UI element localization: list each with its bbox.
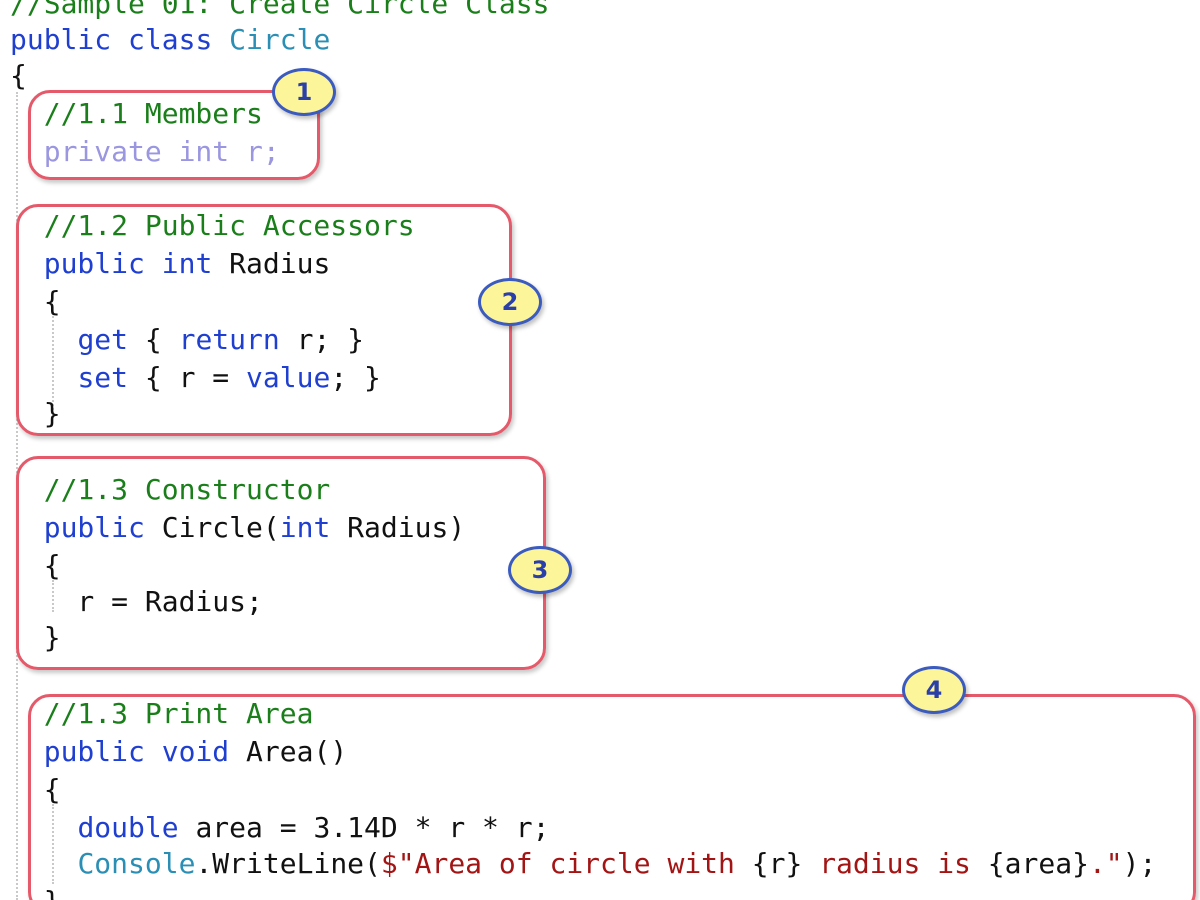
code-line: //1.1 Members — [10, 96, 263, 132]
code-token: r = Radius; — [10, 585, 263, 618]
code-token: r; } — [279, 323, 365, 356]
code-token: int — [161, 247, 213, 280]
code-line: } — [10, 396, 61, 432]
code-line: //Sample 01: Create Circle Class — [10, 0, 549, 22]
callout-3: 3 — [508, 546, 572, 594]
code-line: { — [10, 284, 61, 320]
code-line: { — [10, 548, 61, 584]
code-token: //1.3 Constructor — [10, 473, 331, 506]
code-token: { — [128, 323, 179, 356]
code-line: public void Area() — [10, 734, 347, 770]
highlight-frame-members — [28, 90, 320, 180]
code-line: { — [10, 58, 27, 94]
code-token: public — [43, 511, 145, 544]
code-token: { — [10, 59, 27, 92]
code-token: {r} — [751, 847, 803, 880]
code-token: set — [77, 361, 129, 394]
code-token: { — [10, 773, 61, 806]
callout-4: 4 — [902, 666, 966, 714]
code-token: void — [161, 735, 230, 768]
code-token: //Sample 01: Create Circle Class — [10, 0, 550, 20]
code-token: public — [43, 247, 145, 280]
code-token: value — [246, 361, 331, 394]
code-token: { — [10, 285, 61, 318]
code-token: $"Area of circle with — [380, 847, 752, 880]
highlight-frame-constructor — [16, 456, 546, 670]
highlight-frame-area — [28, 694, 1196, 900]
code-token: } — [10, 397, 61, 430]
callout-2: 2 — [478, 278, 542, 326]
code-token: ); — [1122, 847, 1157, 880]
code-token: //1.3 Print Area — [10, 697, 314, 730]
code-token: get — [77, 323, 129, 356]
code-token: .WriteLine( — [195, 847, 381, 880]
code-token: ." — [1088, 847, 1123, 880]
code-line: public Circle(int Radius) — [10, 510, 465, 546]
code-token: int — [279, 511, 331, 544]
code-token: {area} — [987, 847, 1089, 880]
code-line: public class Circle — [10, 22, 330, 58]
highlight-frame-accessors — [16, 204, 512, 436]
code-token: radius is — [802, 847, 988, 880]
code-line: public int Radius — [10, 246, 331, 282]
code-token: Area() — [229, 735, 348, 768]
code-token: { r = — [128, 361, 247, 394]
code-token: class — [128, 23, 213, 56]
code-line: Console.WriteLine($"Area of circle with … — [10, 846, 1156, 882]
code-token: private int r; — [43, 135, 280, 168]
callout-1: 1 — [272, 68, 336, 116]
code-token — [111, 23, 128, 56]
code-token: Radius) — [330, 511, 466, 544]
code-token: Circle( — [144, 511, 280, 544]
code-line: private int r; — [10, 134, 280, 170]
code-token: Radius — [212, 247, 331, 280]
indent-guide-accessor — [52, 316, 54, 410]
indent-guide-constructor — [52, 580, 54, 612]
code-token: { — [10, 549, 61, 582]
code-line: get { return r; } — [10, 322, 364, 358]
code-token: double — [77, 811, 179, 844]
code-line: { — [10, 772, 61, 808]
code-token: return — [178, 323, 280, 356]
code-token: //1.1 Members — [10, 97, 263, 130]
code-line: set { r = value; } — [10, 360, 381, 396]
code-line: //1.3 Print Area — [10, 696, 314, 732]
code-line: //1.3 Constructor — [10, 472, 331, 508]
code-token: public — [10, 23, 112, 56]
code-line: double area = 3.14D * r * r; — [10, 810, 549, 846]
code-token: Circle — [229, 23, 331, 56]
code-token: } — [10, 621, 61, 654]
code-line: } — [10, 620, 61, 656]
code-token: area = 3.14D * r * r; — [178, 811, 550, 844]
code-line: r = Radius; — [10, 584, 263, 620]
code-token — [212, 23, 229, 56]
code-token: ; } — [330, 361, 381, 394]
code-token: public — [43, 735, 145, 768]
indent-guide-area — [52, 804, 54, 884]
code-token: //1.2 Public Accessors — [10, 209, 415, 242]
code-line: //1.2 Public Accessors — [10, 208, 415, 244]
code-token: Console — [77, 847, 196, 880]
